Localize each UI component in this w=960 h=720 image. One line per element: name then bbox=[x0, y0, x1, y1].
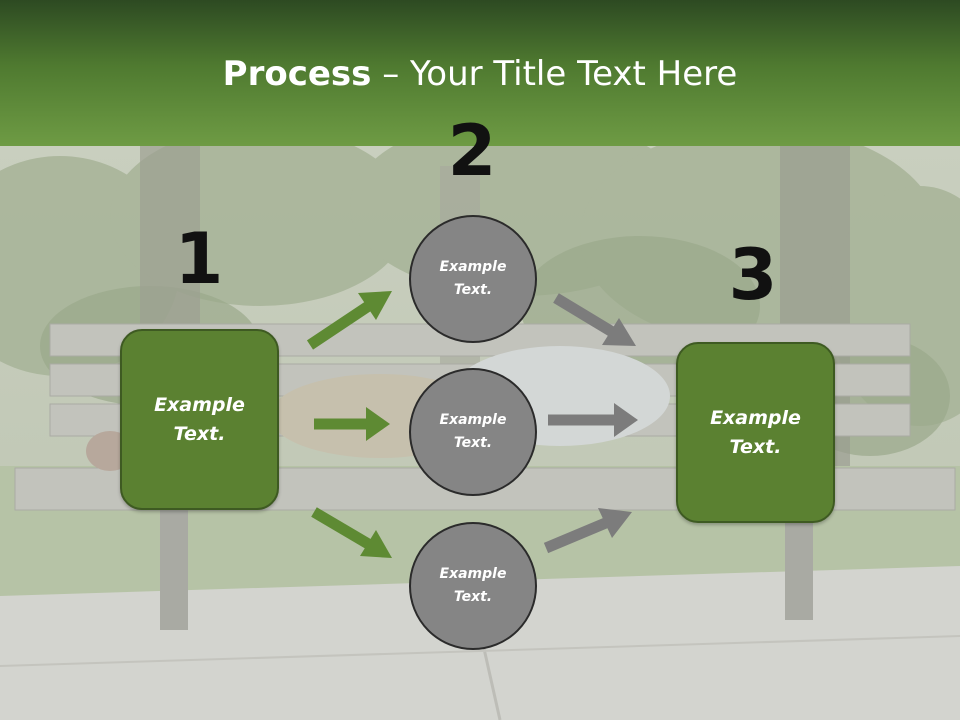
slide-title: Process – Your Title Text Here bbox=[0, 52, 960, 96]
left-step-box: Example Text. bbox=[120, 329, 279, 510]
title-bold: Process bbox=[222, 54, 372, 94]
gray-arrow-up bbox=[543, 508, 632, 554]
step-number-2: 2 bbox=[447, 110, 497, 192]
right-step-box: Example Text. bbox=[676, 342, 835, 523]
green-arrow-right bbox=[314, 407, 390, 441]
green-arrow-down bbox=[311, 507, 392, 558]
green-arrow-up bbox=[306, 291, 392, 350]
step-number-1: 1 bbox=[174, 218, 224, 300]
circle-top: Example Text. bbox=[409, 215, 537, 343]
circle-bottom: Example Text. bbox=[409, 522, 537, 650]
circle-middle: Example Text. bbox=[409, 368, 537, 496]
title-rest: Your Title Text Here bbox=[410, 54, 738, 94]
step-number-3: 3 bbox=[728, 234, 778, 316]
gray-arrow-down bbox=[553, 293, 636, 346]
title-dash: – bbox=[371, 54, 411, 94]
gray-arrow-right bbox=[548, 403, 638, 437]
title-banner bbox=[0, 0, 960, 146]
